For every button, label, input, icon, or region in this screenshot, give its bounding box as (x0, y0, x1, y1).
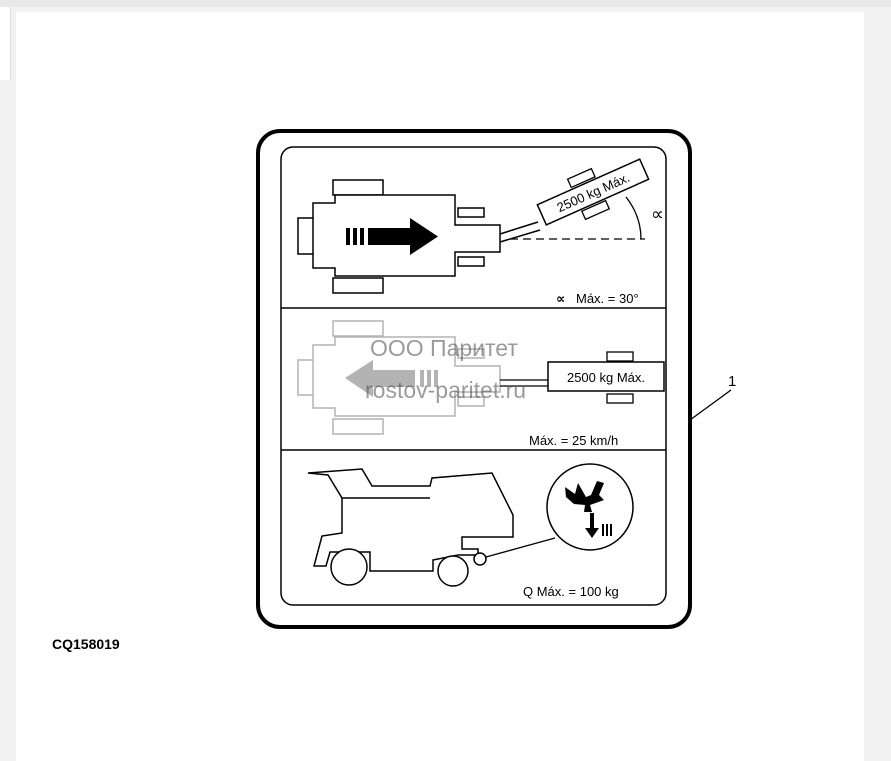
angle-limit-label: Máx. = 30° (576, 291, 639, 306)
watermark: ООО Паритет rostov-paritet.ru (365, 335, 526, 403)
panel-towing-angle: 2500 kg Máx. ∝ Máx. = 30° ∝ (297, 158, 664, 306)
direction-arrow-forward (346, 218, 438, 255)
panel-towing-speed: 2500 kg Máx. Máx. = 25 km/h ООО Паритет … (297, 320, 665, 448)
watermark-url: rostov-paritet.ru (365, 377, 526, 403)
speed-limit-label: Máx. = 25 km/h (529, 433, 618, 448)
decal-inner-border (280, 146, 667, 606)
tractor-top-view (297, 179, 541, 294)
hitch-leader-line (485, 537, 556, 558)
towed-load-tag: 2500 kg Máx. (536, 158, 650, 226)
hitch-hook-icon (565, 481, 612, 538)
towed-load-tag-2: 2500 kg Máx. (547, 351, 665, 404)
left-scroll-strip (0, 7, 11, 80)
angle-symbol-inline: ∝ (556, 291, 565, 306)
direction-arrow-reverse (345, 360, 438, 397)
angle-arc (625, 196, 642, 240)
callout-leader-line (689, 389, 732, 421)
top-bar (0, 0, 891, 7)
callout-number: 1 (728, 373, 736, 390)
hitch-load-limit-label: Q Máx. = 100 kg (523, 584, 619, 599)
watermark-company: ООО Паритет (370, 335, 518, 361)
figure-id: CQ158019 (52, 636, 120, 652)
load-limit-label-2: 2500 kg Máx. (567, 370, 645, 385)
angle-symbol: ∝ (651, 204, 664, 224)
combine-harvester-side-view (307, 468, 514, 587)
panel-hitch-load: Q Máx. = 100 kg (307, 463, 634, 599)
